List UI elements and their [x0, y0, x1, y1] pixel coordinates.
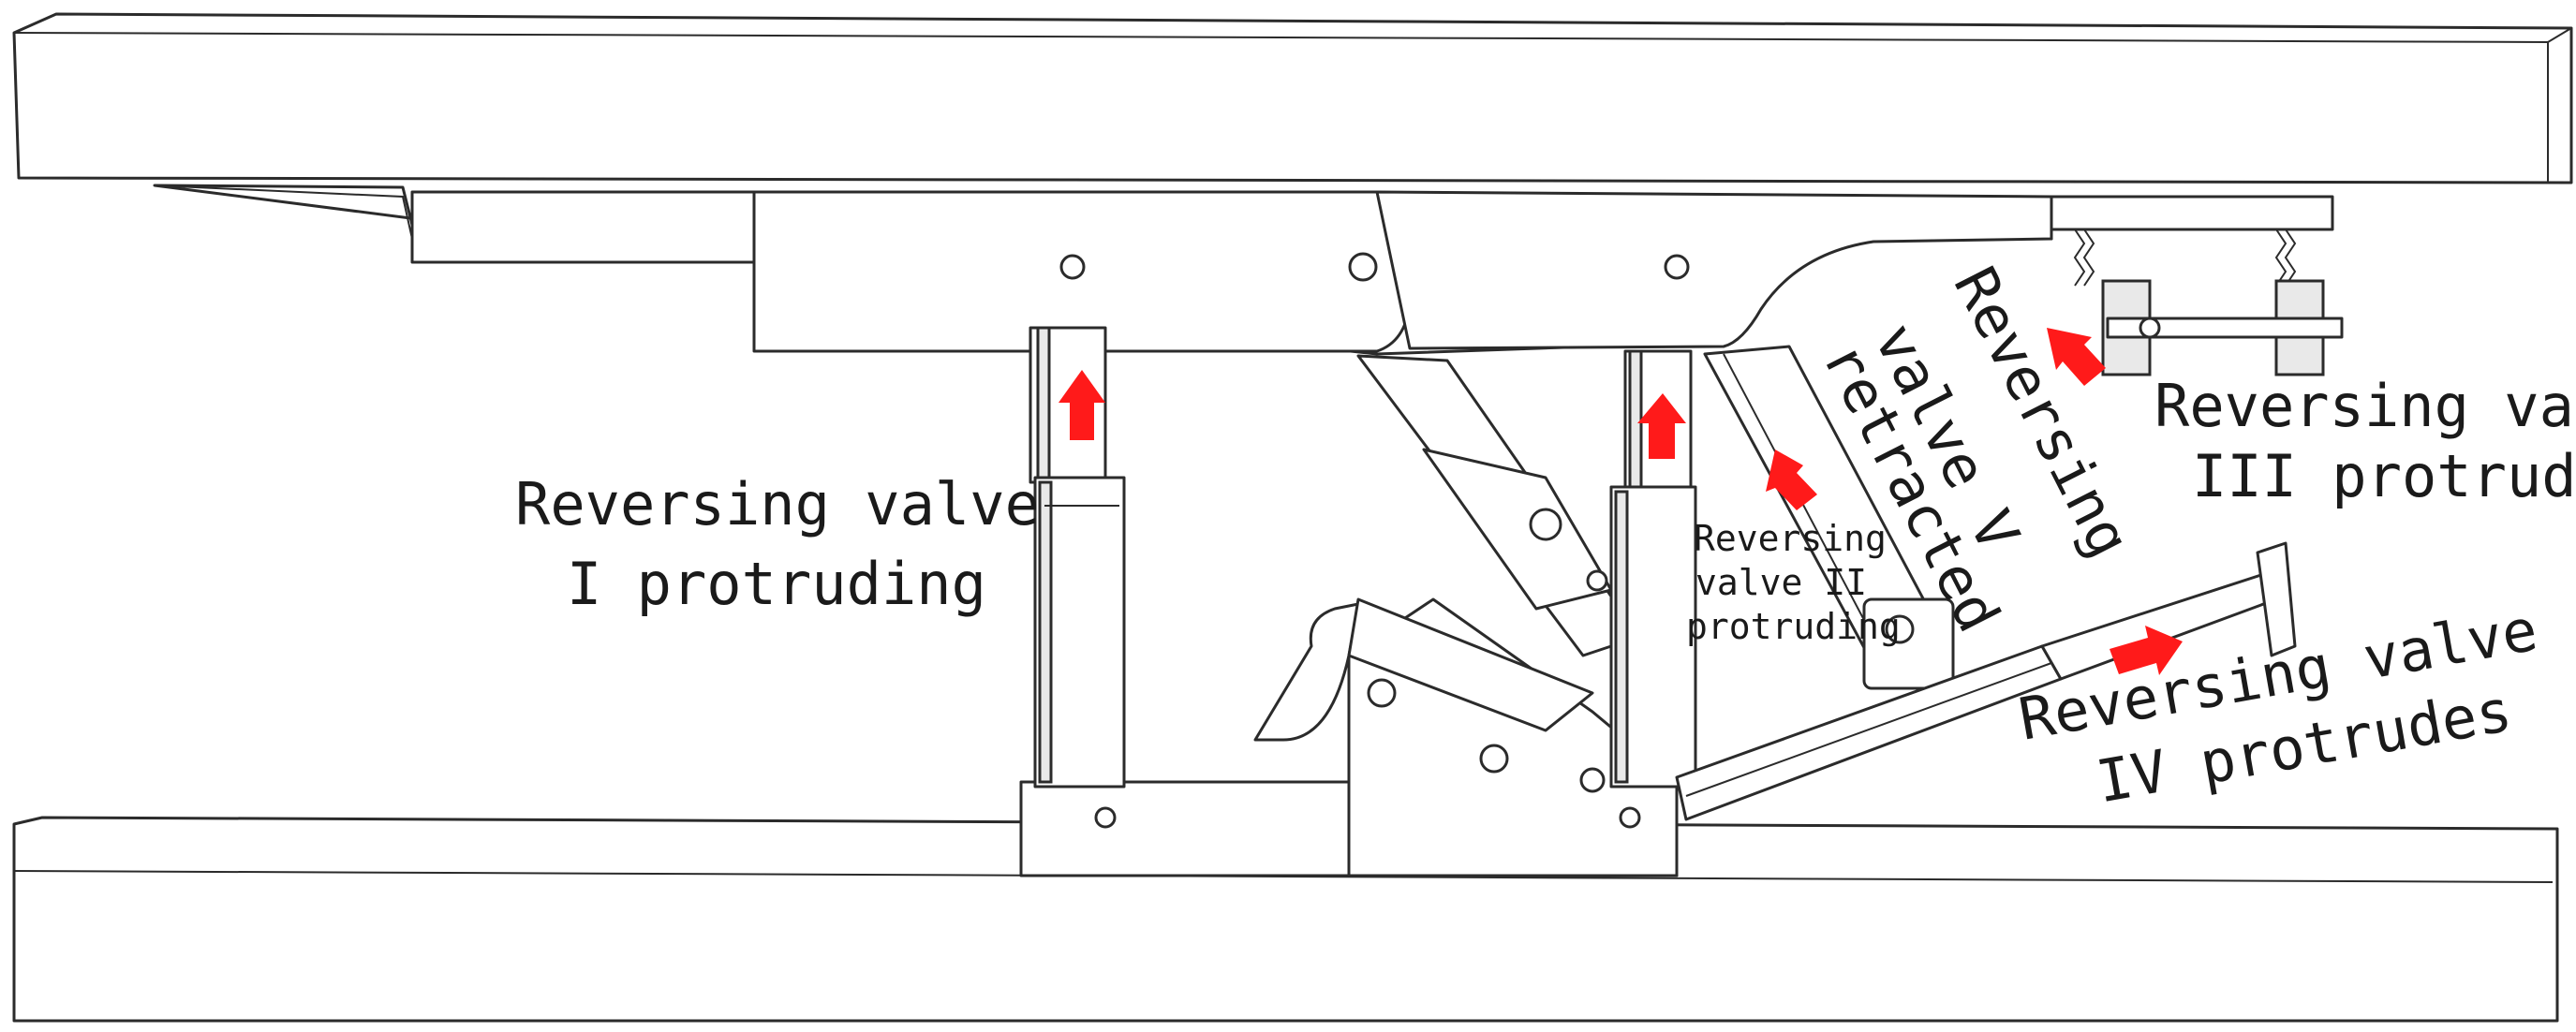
- arrow-valve-2: [1637, 393, 1686, 459]
- canopy-underside: [153, 184, 2334, 356]
- label-valve-3-line-2: III protrudes: [2192, 442, 2576, 510]
- cylinder-valve-5: [1703, 345, 1955, 690]
- label-valve-1-line-1: Reversing valve: [515, 470, 1040, 538]
- label-valve-2-line-2: valve II: [1695, 562, 1867, 603]
- label-valve-3-line-1: Reversing valve: [2154, 372, 2576, 440]
- label-valve-2-line-1: Reversing: [1694, 518, 1887, 559]
- arrow-valve-3: [2047, 328, 2106, 386]
- valve-3-assembly: [2073, 229, 2344, 376]
- label-valve-1-line-2: I protruding: [567, 550, 986, 618]
- linkage-arms: [1347, 354, 1641, 732]
- arrow-valve-4: [2110, 626, 2183, 675]
- label-valve-1: Reversing valve I protruding: [515, 470, 1040, 618]
- arrow-valve-1: [1059, 370, 1105, 440]
- direction-arrows: [1059, 328, 2183, 675]
- cylinder-valve-4: [1675, 541, 2297, 821]
- top-beam: [12, 12, 2573, 184]
- column-valve-1: [1029, 252, 1378, 789]
- label-valve-2: Reversing valve II protruding: [1686, 518, 1901, 647]
- label-valve-2-line-3: protruding: [1686, 606, 1901, 647]
- label-valve-3: Reversing valve III protrudes: [2154, 372, 2576, 510]
- arrow-valve-5: [1766, 450, 1817, 510]
- column-valve-2: [1609, 254, 1697, 789]
